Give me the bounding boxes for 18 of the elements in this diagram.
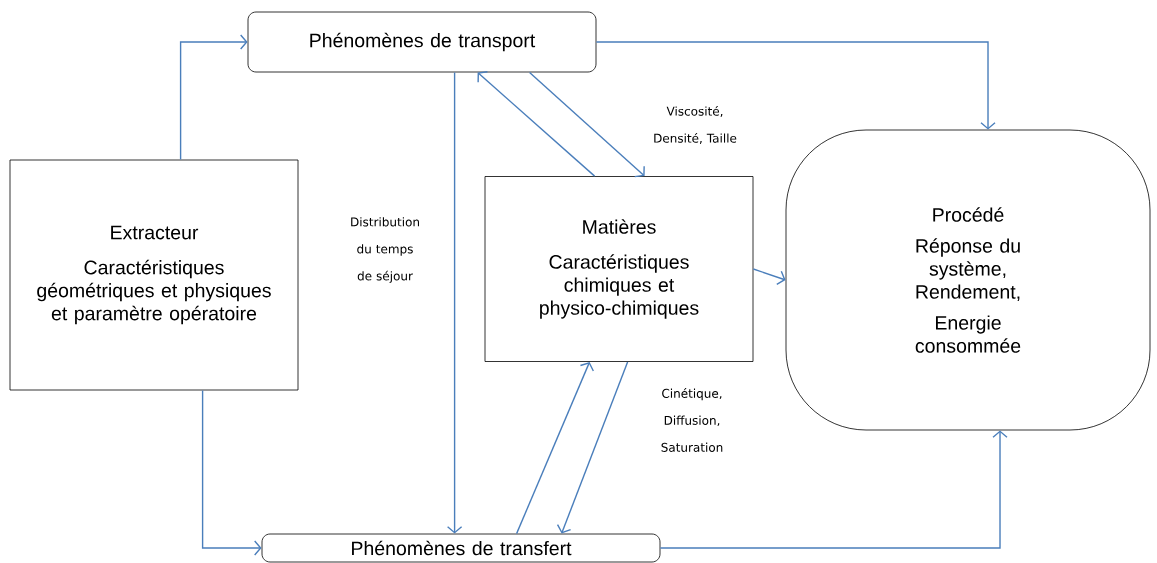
arrow	[477, 71, 596, 177]
materials-box: Matières Caractéristiques chimiques et physico-chimiques	[484, 176, 754, 362]
arrow	[446, 71, 463, 534]
arrow	[515, 361, 595, 535]
edge-label: Viscosité, Densité, Taille	[639, 105, 751, 145]
edge-label: Cinétique, Diffusion, Saturation	[641, 387, 743, 453]
arrow	[595, 41, 996, 130]
rounded-box: Phénomènes de transfert	[261, 533, 661, 563]
extractor-box: Extracteur Caractéristiques géométriques et physiques et paramètre opératoire	[9, 159, 299, 391]
arrow	[179, 34, 248, 161]
arrow	[556, 361, 629, 534]
process-rounded-box: Procédé Réponse du système, Rendement, Energie consommée	[785, 129, 1151, 431]
edge-label: Distribution du temps de séjour	[339, 216, 431, 284]
arrow	[752, 268, 786, 286]
arrow	[201, 389, 262, 556]
rounded-box: Phénomènes de transport	[247, 11, 597, 73]
arrow	[659, 430, 1008, 549]
arrow	[528, 71, 645, 178]
